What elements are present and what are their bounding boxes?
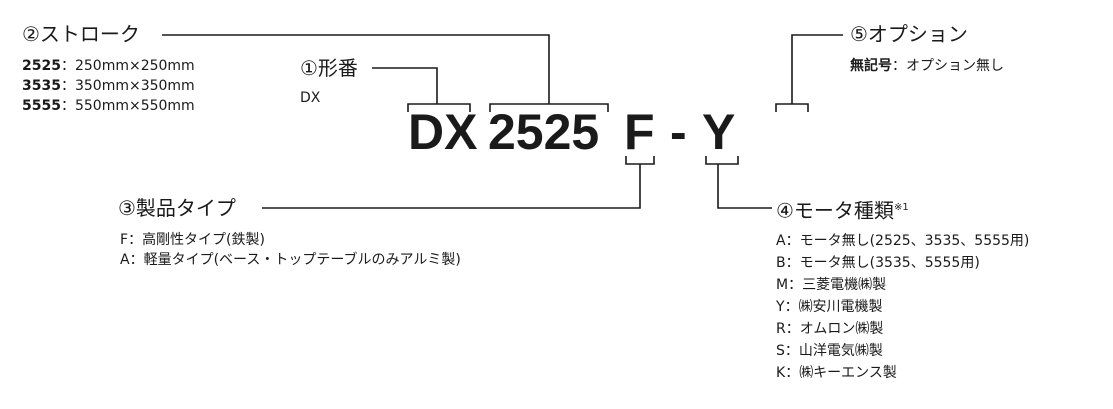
part-number-dx: DX bbox=[408, 104, 478, 160]
part-number-type: F bbox=[624, 104, 655, 160]
stroke-bracket bbox=[489, 103, 609, 112]
list-item: S：山洋電気㈱製 bbox=[776, 343, 883, 359]
option-detail: 無記号：オプション無し bbox=[850, 58, 1004, 74]
product-type-list: F：高剛性タイプ(鉄製) A：軽量タイプ(ベース・トップテーブルのみアルミ製) bbox=[120, 230, 461, 270]
list-item: 2525：250mm×250mm bbox=[22, 58, 195, 74]
model-heading: ①形番 bbox=[300, 56, 358, 80]
option-heading: ⑤オプション bbox=[850, 22, 968, 46]
list-item: R：オムロン㈱製 bbox=[776, 321, 884, 337]
option-leader-line bbox=[791, 34, 843, 104]
stroke-heading: ②ストローク bbox=[22, 22, 140, 46]
part-number-stroke: 2525 bbox=[488, 104, 600, 160]
list-item: Y：㈱安川電機製 bbox=[776, 299, 883, 315]
stroke-leader-line bbox=[162, 34, 550, 104]
part-number-motor: Y bbox=[702, 104, 736, 160]
model-bracket bbox=[407, 103, 471, 112]
type-leader-line bbox=[262, 164, 641, 209]
motor-leader-line bbox=[717, 164, 772, 209]
motor-type-list: A：モータ無し(2525、3535、5555用) B：モータ無し(3535、55… bbox=[776, 230, 1029, 384]
list-item: A：軽量タイプ(ベース・トップテーブルのみアルミ製) bbox=[120, 252, 461, 268]
product-type-heading: ③製品タイプ bbox=[118, 196, 236, 220]
list-item: K：㈱キーエンス製 bbox=[776, 365, 897, 381]
list-item: 5555：550mm×550mm bbox=[22, 98, 195, 114]
part-number-dash: - bbox=[670, 104, 687, 160]
list-item: F：高剛性タイプ(鉄製) bbox=[120, 232, 265, 248]
model-value: DX bbox=[300, 90, 321, 106]
motor-type-heading: ④モータ種類※1 bbox=[776, 198, 909, 223]
list-item: B：モータ無し(3535、5555用) bbox=[776, 255, 980, 271]
motor-bracket bbox=[705, 156, 739, 165]
list-item: 3535：350mm×350mm bbox=[22, 78, 195, 94]
list-item: A：モータ無し(2525、3535、5555用) bbox=[776, 233, 1030, 249]
model-leader-line bbox=[372, 67, 438, 104]
option-bracket bbox=[775, 103, 809, 112]
stroke-list: 2525：250mm×250mm 3535：350mm×350mm 5555：5… bbox=[22, 56, 195, 116]
motor-type-note: ※1 bbox=[893, 202, 909, 213]
list-item: M：三菱電機㈱製 bbox=[776, 277, 887, 293]
